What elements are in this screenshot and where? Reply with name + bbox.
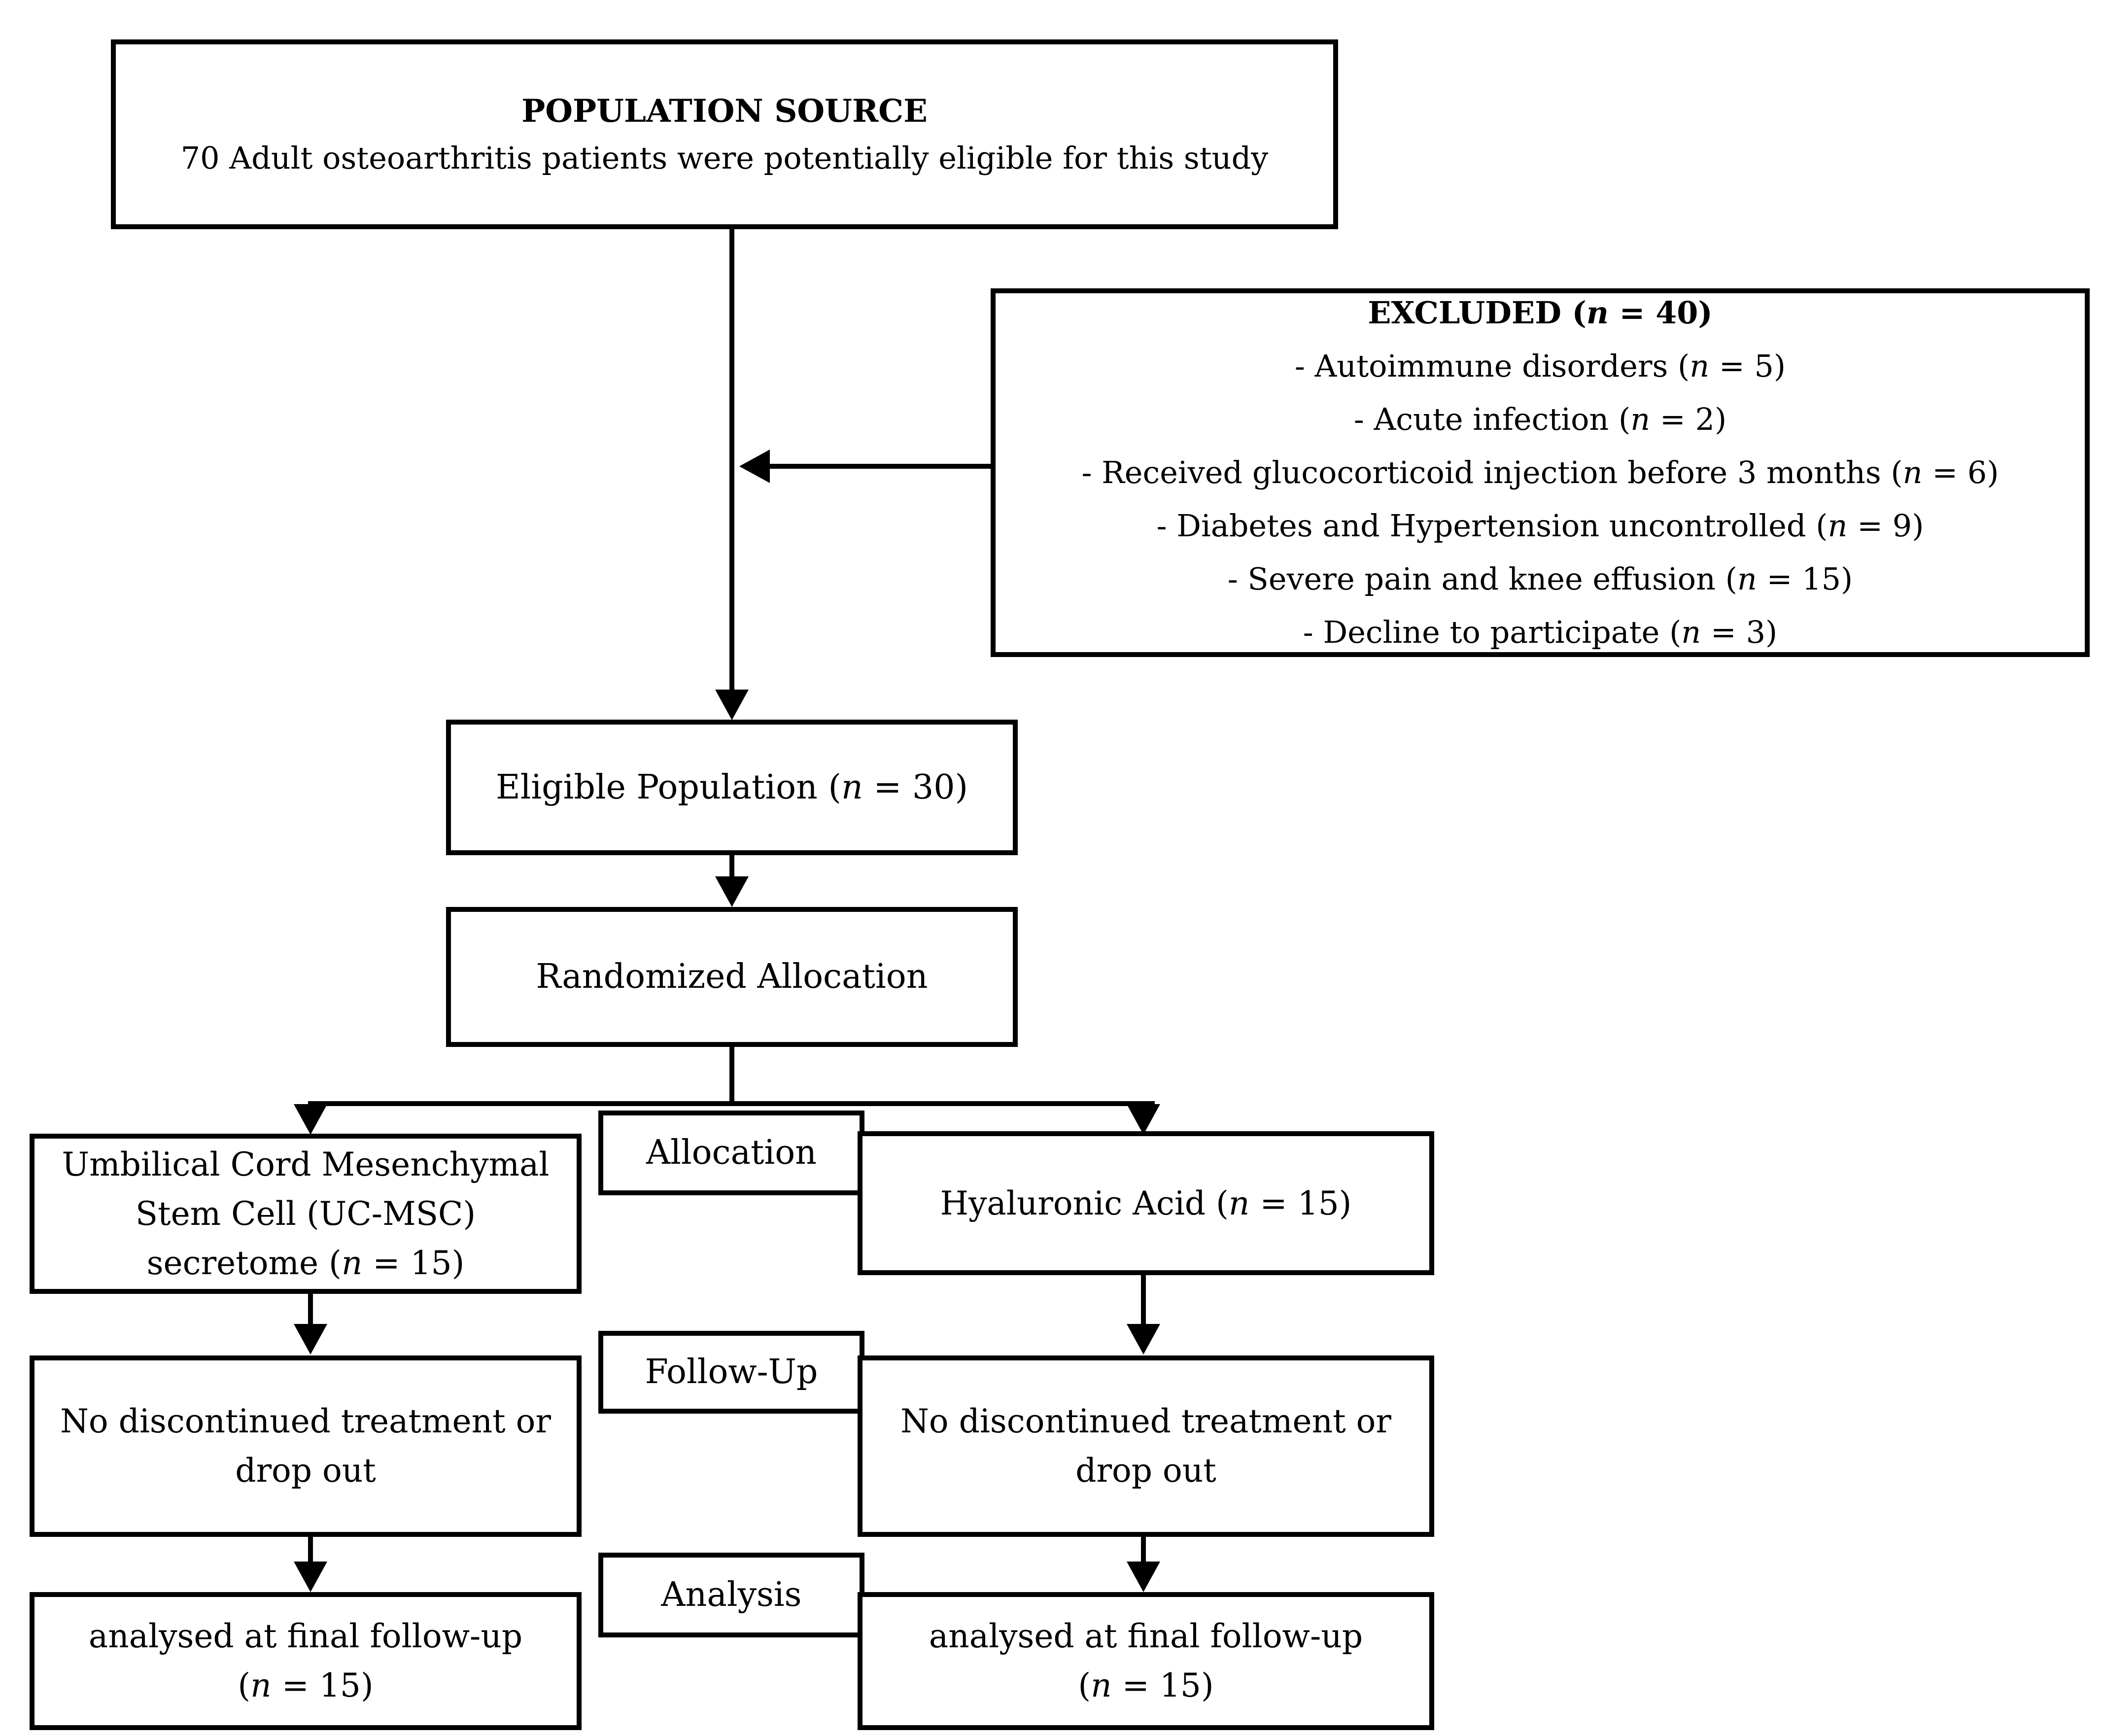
connector-left-followup-to-analysis (308, 1537, 313, 1564)
down-arrowhead-left-followup (294, 1324, 327, 1354)
connector-right-followup-to-analysis (1141, 1537, 1146, 1564)
right-analysis-box: analysed at final follow-up (n = 15) (858, 1592, 1434, 1730)
excluded-box: EXCLUDED (n = 40) - Autoimmune disorders… (991, 288, 2090, 657)
down-arrowhead-randomized (715, 876, 749, 907)
down-arrowhead-right-analysis (1127, 1562, 1160, 1592)
text-line: No discontinued treatment or (900, 1402, 1391, 1440)
connector-population-to-eligible (729, 227, 734, 693)
randomized-allocation-label: Randomized Allocation (536, 957, 928, 996)
allocation-stage-label-box: Allocation (598, 1111, 864, 1195)
branch-line (308, 1101, 1155, 1106)
connector-excluded (770, 464, 991, 469)
analysis-stage-label: Analysis (661, 1575, 802, 1614)
left-arrowhead-excluded (739, 450, 770, 483)
connector-right-allocation-to-followup (1141, 1275, 1146, 1326)
eligible-population-box: Eligible Population (n = 30) (446, 720, 1018, 855)
text-line: (n = 15) (1078, 1667, 1214, 1704)
allocation-stage-label: Allocation (646, 1133, 817, 1172)
left-allocation-box: Umbilical Cord Mesenchymal Stem Cell (UC… (30, 1134, 582, 1294)
text-line: Umbilical Cord Mesenchymal (62, 1145, 550, 1183)
text-line: analysed at final follow-up (929, 1617, 1363, 1655)
followup-stage-label-box: Follow-Up (598, 1331, 864, 1414)
excluded-item: - Acute infection (n = 2) (1353, 401, 1727, 437)
population-source-subtitle: 70 Adult osteoarthritis patients were po… (180, 140, 1269, 176)
analysis-stage-label-box: Analysis (598, 1553, 864, 1637)
text-line: drop out (1075, 1452, 1216, 1490)
left-followup-box: No discontinued treatment or drop out (30, 1355, 582, 1537)
excluded-item: - Severe pain and knee effusion (n = 15) (1227, 561, 1853, 597)
text-line: drop out (235, 1452, 376, 1490)
connector-left-allocation-to-followup (308, 1294, 313, 1326)
right-allocation-box: Hyaluronic Acid (n = 15) (858, 1131, 1434, 1275)
down-arrowhead-right-followup (1127, 1324, 1160, 1354)
right-followup-box: No discontinued treatment or drop out (858, 1355, 1434, 1537)
excluded-item: - Diabetes and Hypertension uncontrolled… (1156, 508, 1924, 544)
text-line: secretome (n = 15) (146, 1244, 465, 1282)
excluded-title: EXCLUDED (n = 40) (1368, 295, 1713, 331)
population-source-title: POPULATION SOURCE (521, 93, 928, 130)
text-line: analysed at final follow-up (88, 1617, 523, 1655)
left-analysis-box: analysed at final follow-up (n = 15) (30, 1592, 582, 1730)
text-line: Stem Cell (UC-MSC) (135, 1194, 476, 1233)
eligible-population-label: Eligible Population (n = 30) (495, 767, 968, 807)
connector-eligible-to-randomized (729, 855, 734, 880)
down-arrowhead-left-allocation (294, 1104, 327, 1135)
population-source-box: POPULATION SOURCE 70 Adult osteoarthriti… (111, 39, 1338, 229)
excluded-item: - Decline to participate (n = 3) (1303, 614, 1778, 650)
text-line: No discontinued treatment or (60, 1402, 551, 1440)
connector-randomized-stub (729, 1046, 734, 1106)
excluded-item: - Received glucocorticoid injection befo… (1081, 454, 1999, 490)
excluded-item: - Autoimmune disorders (n = 5) (1294, 348, 1786, 384)
down-arrowhead-eligible (715, 690, 749, 720)
down-arrowhead-left-analysis (294, 1562, 327, 1592)
text-line: (n = 15) (238, 1667, 374, 1704)
followup-stage-label: Follow-Up (645, 1353, 818, 1391)
randomized-allocation-box: Randomized Allocation (446, 907, 1018, 1047)
right-allocation-label: Hyaluronic Acid (n = 15) (940, 1184, 1352, 1222)
down-arrowhead-right-allocation (1127, 1104, 1160, 1135)
